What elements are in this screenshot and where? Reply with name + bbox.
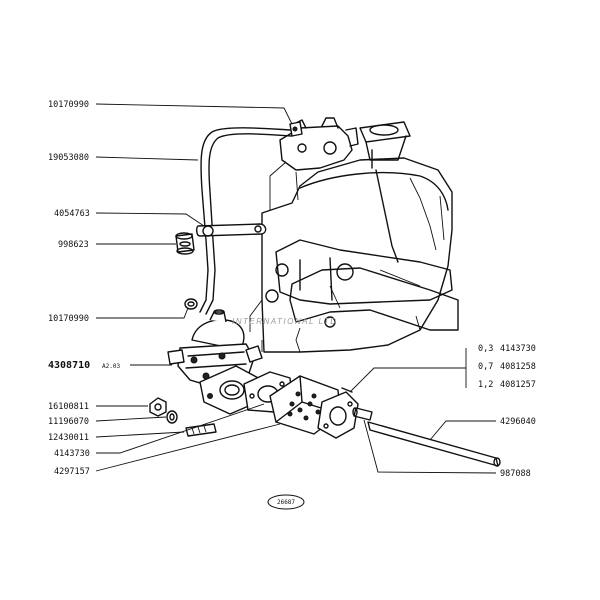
callout-12430011: 12430011 <box>48 433 89 443</box>
shim-thickness-0: 0,3 <box>478 344 493 354</box>
leader-lines <box>95 103 497 474</box>
gasket-shim <box>317 391 359 439</box>
callout-4054763: 4054763 <box>54 209 90 219</box>
callout-19053080: 19053080 <box>48 153 89 163</box>
engine-block-drawing <box>249 117 459 353</box>
bushing <box>352 407 373 421</box>
push-rod <box>367 421 501 467</box>
shim-part-0: 4143730 <box>500 344 536 354</box>
callout-11196070: 11196070 <box>48 417 89 427</box>
callout-labels: 10170990 19053080 4054763 998623 1017099… <box>48 100 120 477</box>
callout-998623: 998623 <box>58 240 89 250</box>
nut <box>149 397 167 417</box>
shim-thickness-1: 0,7 <box>478 362 493 372</box>
callout-10170990-mid: 10170990 <box>48 314 89 324</box>
callout-4308710-suffix: A2.03 <box>102 363 120 370</box>
grommet <box>175 232 195 255</box>
shim-part-1: 4081258 <box>500 362 536 372</box>
callout-4143730: 4143730 <box>54 449 90 459</box>
callout-4296040: 4296040 <box>500 417 536 427</box>
callout-16100811: 16100811 <box>48 402 89 412</box>
figure-number: 26687 <box>277 499 295 506</box>
shim-part-2: 4081257 <box>500 380 536 390</box>
shim-options: 0,3 4143730 0,7 4081258 1,2 4081257 <box>478 344 536 390</box>
washer <box>166 410 178 424</box>
watermark-text: INTERNATIONAL LTD <box>232 317 338 326</box>
callout-10170990-top: 10170990 <box>48 100 89 110</box>
callout-4297157: 4297157 <box>54 467 90 477</box>
figure-number-badge: 26687 <box>267 494 305 510</box>
stud <box>185 423 217 437</box>
pipe-bracket-clip <box>195 223 267 237</box>
shim-thickness-2: 1,2 <box>478 380 493 390</box>
callout-4308710: 4308710 <box>48 360 90 371</box>
callout-987088: 987088 <box>500 469 531 479</box>
pipe-clamp-small <box>184 298 198 310</box>
fuel-pipe <box>199 121 303 315</box>
